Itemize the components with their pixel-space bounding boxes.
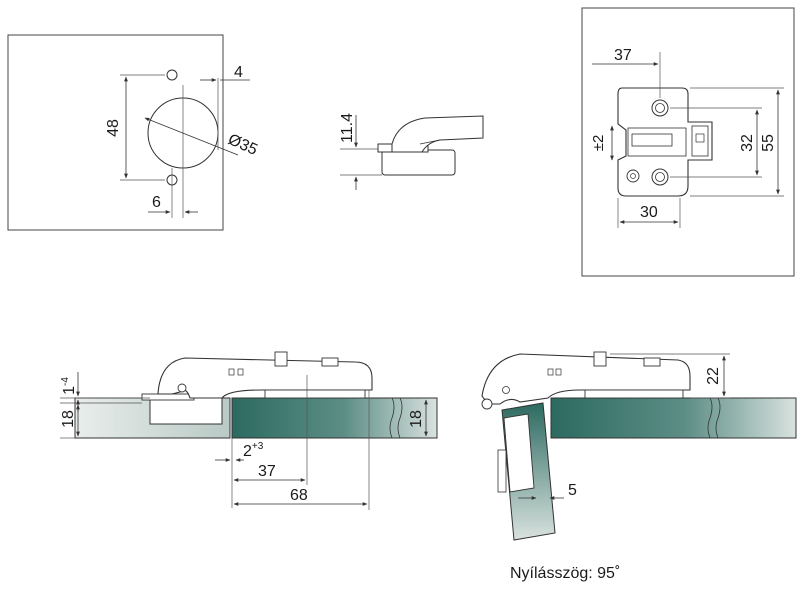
cabinet-side-board-open bbox=[550, 397, 797, 439]
dim-plate-tolerance: ±2 bbox=[590, 135, 607, 152]
mounting-plate-open bbox=[584, 389, 684, 399]
mounting-plate-closed bbox=[264, 389, 366, 399]
plate-cam bbox=[626, 169, 640, 183]
screw-hole-top bbox=[166, 69, 178, 81]
open-view-panel: 22 5 bbox=[481, 351, 797, 541]
drilling-panel: 48 4 Ø35 6 bbox=[7, 34, 260, 231]
cabinet-side-board bbox=[231, 397, 438, 439]
dim-plate-width-bottom: 30 bbox=[640, 204, 658, 221]
dim-plate-height-inner: 32 bbox=[739, 134, 756, 152]
dim-side-height: 11.4 bbox=[339, 113, 356, 143]
cup-in-door bbox=[149, 397, 223, 425]
dim-cup-diameter: Ø35 bbox=[225, 131, 260, 159]
dim-plate-height-outer: 55 bbox=[760, 134, 777, 152]
dim-open-offset: 5 bbox=[568, 482, 577, 499]
dim-thickness-left: 18 bbox=[60, 410, 77, 428]
dim-distance-a: 37 bbox=[258, 463, 276, 480]
dim-drill-height: 48 bbox=[105, 119, 122, 137]
dim-distance-b: 68 bbox=[290, 487, 308, 504]
dim-adjust: 1-4 bbox=[60, 377, 78, 395]
dim-gap: 2+3 bbox=[243, 441, 264, 460]
dim-thickness-right: 18 bbox=[408, 410, 425, 428]
hinge-arm-profile bbox=[391, 115, 484, 153]
dim-drill-spacing: 6 bbox=[152, 194, 161, 211]
side-profile-panel: 11.4 bbox=[339, 113, 484, 190]
cup-body bbox=[381, 149, 456, 176]
plate-screw-bottom bbox=[651, 168, 669, 186]
plate-screw-top bbox=[651, 99, 669, 117]
dim-drill-offset: 4 bbox=[234, 64, 243, 81]
hinge-arm-closed bbox=[157, 357, 373, 399]
closed-view-panel: 1-4 18 18 2+3 37 68 bbox=[60, 351, 438, 510]
dim-plate-width-top: 37 bbox=[614, 47, 632, 64]
plate-panel: 37 ±2 32 55 30 bbox=[581, 7, 795, 277]
opening-angle-caption: Nyílásszög: 95˚ bbox=[510, 565, 621, 582]
dim-open-height: 22 bbox=[705, 367, 722, 385]
